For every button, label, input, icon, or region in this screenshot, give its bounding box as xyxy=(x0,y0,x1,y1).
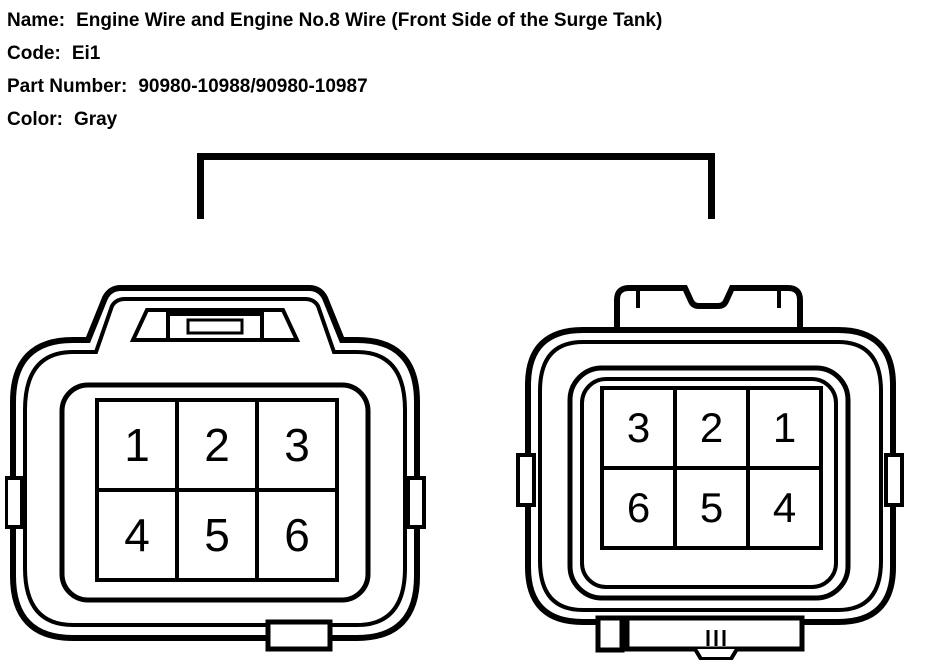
right-pin-cell-3: 1 xyxy=(748,388,821,468)
name-line: Name: Engine Wire and Engine No.8 Wire (F… xyxy=(7,4,662,37)
left-pin-cell-4: 4 xyxy=(97,490,177,580)
color-label: Color: xyxy=(7,109,63,130)
right-connector-side-tab-left xyxy=(516,453,536,507)
left-connector-pin-grid: 1 2 3 4 5 6 xyxy=(95,398,339,582)
part-number-line: Part Number: 90980-10988/90980-10987 xyxy=(7,70,662,103)
right-connector-bottom-lock xyxy=(693,647,739,660)
name-value: Engine Wire and Engine No.8 Wire (Front … xyxy=(76,10,663,31)
left-pin-cell-3: 3 xyxy=(257,400,337,490)
header-block: Name: Engine Wire and Engine No.8 Wire (F… xyxy=(7,4,662,136)
left-connector-inner-shell-line xyxy=(23,297,407,627)
part-number-value: 90980-10988/90980-10987 xyxy=(138,76,368,97)
left-connector-side-tab-left xyxy=(5,476,24,529)
right-connector-top-section xyxy=(614,285,803,338)
right-connector-bottom-tab-small xyxy=(595,615,625,653)
name-label: Name: xyxy=(7,10,66,31)
code-line: Code: Ei1 xyxy=(7,37,662,70)
right-connector-inner-shell-line xyxy=(538,340,883,612)
right-pin-cell-2: 2 xyxy=(675,388,748,468)
left-pin-cell-1: 1 xyxy=(97,400,177,490)
code-value: Ei1 xyxy=(71,43,101,64)
color-line: Color: Gray xyxy=(7,103,662,136)
right-pin-cell-1: 3 xyxy=(602,388,675,468)
left-connector-lock-tab xyxy=(186,318,244,335)
color-value: Gray xyxy=(73,109,118,130)
right-pin-cell-5: 5 xyxy=(675,468,748,548)
right-connector-face-inner xyxy=(580,377,838,589)
left-connector-side-tab-right xyxy=(406,476,426,529)
left-pin-cell-5: 5 xyxy=(177,490,257,580)
left-pin-cell-6: 6 xyxy=(257,490,337,580)
right-connector-side-tab-right xyxy=(884,453,904,507)
right-pin-cell-4: 6 xyxy=(602,468,675,548)
part-number-label: Part Number: xyxy=(7,76,128,97)
connector-link-bracket xyxy=(197,153,715,219)
code-label: Code: xyxy=(7,43,61,64)
left-pin-cell-2: 2 xyxy=(177,400,257,490)
right-pin-cell-6: 4 xyxy=(748,468,821,548)
right-connector-pin-grid: 3 2 1 6 5 4 xyxy=(600,386,823,550)
left-connector-bottom-tab xyxy=(265,619,333,652)
